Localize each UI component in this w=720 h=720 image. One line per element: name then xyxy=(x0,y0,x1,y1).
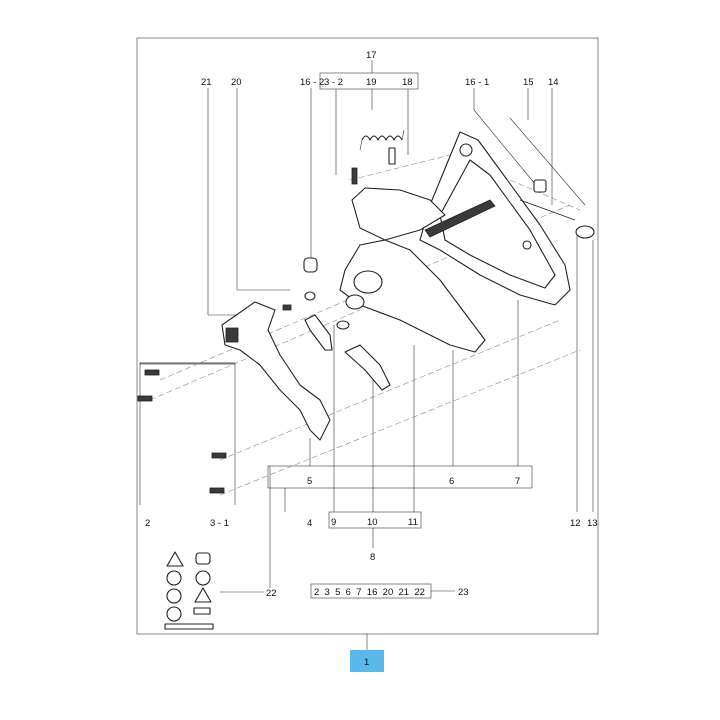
callout-5: 5 xyxy=(307,476,312,487)
callout-6: 6 xyxy=(449,476,454,487)
kit-parts-list: 2 3 5 6 7 16 20 21 22 xyxy=(314,587,425,598)
side-parts xyxy=(282,117,595,311)
callout-3-1: 3 - 1 xyxy=(210,518,229,529)
callout-4: 4 xyxy=(307,518,312,529)
callout-9: 9 xyxy=(331,517,336,528)
leader-lines xyxy=(207,60,594,650)
callout-3-2: 3 - 2 xyxy=(324,77,343,88)
callout-11: 11 xyxy=(408,517,418,528)
top-cover xyxy=(351,187,446,241)
callout-1: 1 xyxy=(364,657,369,668)
callout-20: 20 xyxy=(231,77,242,88)
bracket-2-3-1 xyxy=(140,362,236,505)
screws-left xyxy=(137,369,227,494)
callout-15: 15 xyxy=(523,77,534,88)
bracket-box-top xyxy=(319,72,419,90)
screws-top xyxy=(351,147,396,185)
callout-14: 14 xyxy=(548,77,559,88)
clutch-housing xyxy=(419,131,571,306)
callout-10: 10 xyxy=(367,517,378,528)
callout-16-2: 16 - 2 xyxy=(300,77,324,88)
rear-handle xyxy=(221,301,331,441)
spring xyxy=(359,129,405,151)
callout-13: 13 xyxy=(587,518,598,529)
warning-decal-sheet xyxy=(164,551,214,630)
callout-labels: 17 21 20 16 - 2 3 - 2 19 18 16 - 1 15 14… xyxy=(145,50,598,668)
bracket-box-6-7 xyxy=(267,465,533,489)
callout-19: 19 xyxy=(366,77,377,88)
callout-2: 2 xyxy=(145,518,150,529)
bracket-box-9-11 xyxy=(328,511,422,529)
callout-7: 7 xyxy=(515,476,520,487)
callout-16-1: 16 - 1 xyxy=(465,77,489,88)
callout-17: 17 xyxy=(366,50,377,61)
callout-23: 23 xyxy=(458,587,469,598)
callout-22: 22 xyxy=(266,588,277,599)
callout-18: 18 xyxy=(402,77,413,88)
callout-12: 12 xyxy=(570,518,581,529)
item-1-highlight xyxy=(350,650,384,672)
callout-21: 21 xyxy=(201,77,212,88)
diagram-frame xyxy=(136,37,599,635)
callout-8: 8 xyxy=(370,552,375,563)
trigger-parts xyxy=(304,314,391,391)
